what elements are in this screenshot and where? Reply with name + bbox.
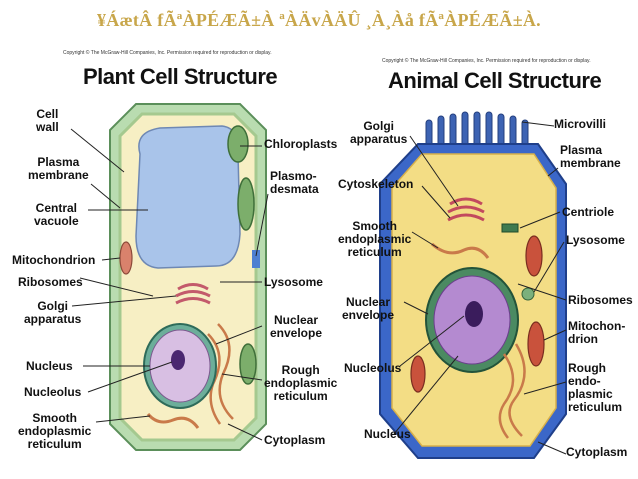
animal-centriole	[501, 223, 519, 233]
plant-chloroplast	[227, 125, 249, 163]
plant-chloroplast	[239, 343, 257, 385]
plant-label-central-vacuole: Central vacuole	[34, 201, 79, 228]
plant-label-smooth-er: Smooth endoplasmic reticulum	[18, 411, 92, 451]
plant-smooth-er	[146, 412, 200, 429]
plant-mitochondrion	[119, 241, 133, 275]
animal-label-cytoskeleton: Cytoskeleton	[338, 177, 414, 191]
plant-nucleolus	[171, 350, 185, 370]
plant-label-cytoplasm: Cytoplasm	[264, 433, 326, 447]
animal-leader-lines	[393, 121, 567, 455]
plant-central-vacuole	[135, 125, 241, 269]
plant-label-lysosome: Lysosome	[264, 275, 323, 289]
plant-chloroplast	[237, 177, 255, 231]
animal-label-nucleolus: Nucleolus	[344, 361, 402, 375]
plant-label-nucleus: Nucleus	[26, 359, 73, 373]
animal-label-smooth-er: Smooth endoplasmic reticulum	[338, 219, 412, 259]
plant-label-rough-er: Rough endoplasmic reticulum	[264, 363, 338, 403]
plant-label-chloroplasts: Chloroplasts	[264, 137, 338, 151]
plant-label-cell-wall: Cell wall	[36, 107, 59, 134]
animal-label-golgi: Golgi apparatus	[350, 119, 408, 146]
animal-cell-title: Animal Cell Structure	[388, 68, 602, 93]
animal-nucleolus	[465, 301, 483, 327]
animal-smooth-er	[431, 242, 490, 259]
animal-label-plasma-membrane: Plasma membrane	[560, 143, 621, 170]
animal-label-lysosome: Lysosome	[566, 233, 625, 247]
animal-label-nucleus: Nucleus	[364, 427, 411, 441]
plant-label-nucleolus: Nucleolus	[24, 385, 82, 399]
animal-copyright: Copyright © The McGraw-Hill Companies, I…	[382, 58, 591, 64]
plant-label-ribosomes: Ribosomes	[18, 275, 83, 289]
plant-cell-panel: Copyright © The McGraw-Hill Companies, I…	[8, 44, 337, 476]
animal-label-rough-er: Rough endo- plasmic reticulum	[568, 361, 623, 414]
plant-copyright: Copyright © The McGraw-Hill Companies, I…	[63, 50, 272, 56]
animal-label-microvilli: Microvilli	[554, 117, 607, 131]
plant-golgi	[175, 283, 211, 305]
plant-label-plasma-membrane: Plasma membrane	[28, 155, 89, 182]
animal-label-nuclear-envelope: Nuclear envelope	[342, 295, 395, 322]
plant-label-nuclear-envelope: Nuclear envelope	[270, 313, 323, 340]
animal-microvilli	[425, 111, 529, 151]
animal-label-mitochondrion: Mitochon- drion	[568, 319, 626, 346]
animal-cell-panel: Copyright © The McGraw-Hill Companies, I…	[338, 44, 636, 476]
plant-cell-diagram	[70, 103, 269, 451]
plant-label-golgi: Golgi apparatus	[24, 299, 82, 326]
animal-mitochondrion	[525, 235, 543, 277]
plant-plasmodesmata	[252, 250, 260, 268]
plant-label-mitochondrion: Mitochondrion	[12, 253, 96, 267]
animal-rough-er	[498, 343, 526, 439]
animal-label-centriole: Centriole	[562, 205, 615, 219]
plant-cell-title: Plant Cell Structure	[83, 64, 278, 89]
animal-mitochondrion	[410, 355, 426, 393]
animal-label-cytoplasm: Cytoplasm	[566, 445, 628, 459]
animal-golgi	[447, 197, 485, 222]
animal-cell-diagram	[379, 111, 567, 459]
animal-lysosome	[521, 287, 535, 301]
plant-leader-lines	[70, 128, 269, 441]
animal-label-ribosomes: Ribosomes	[568, 293, 633, 307]
slide-title: ¥ÁætÂ fÃªÀPÉÆÃ±À ªÀÄvÀÄÛ ¸À¸Àå fÃªÀPÉÆÃ±…	[96, 10, 541, 30]
animal-mitochondrion	[527, 321, 545, 367]
plant-label-plasmodesmata: Plasmo- desmata	[270, 169, 319, 196]
